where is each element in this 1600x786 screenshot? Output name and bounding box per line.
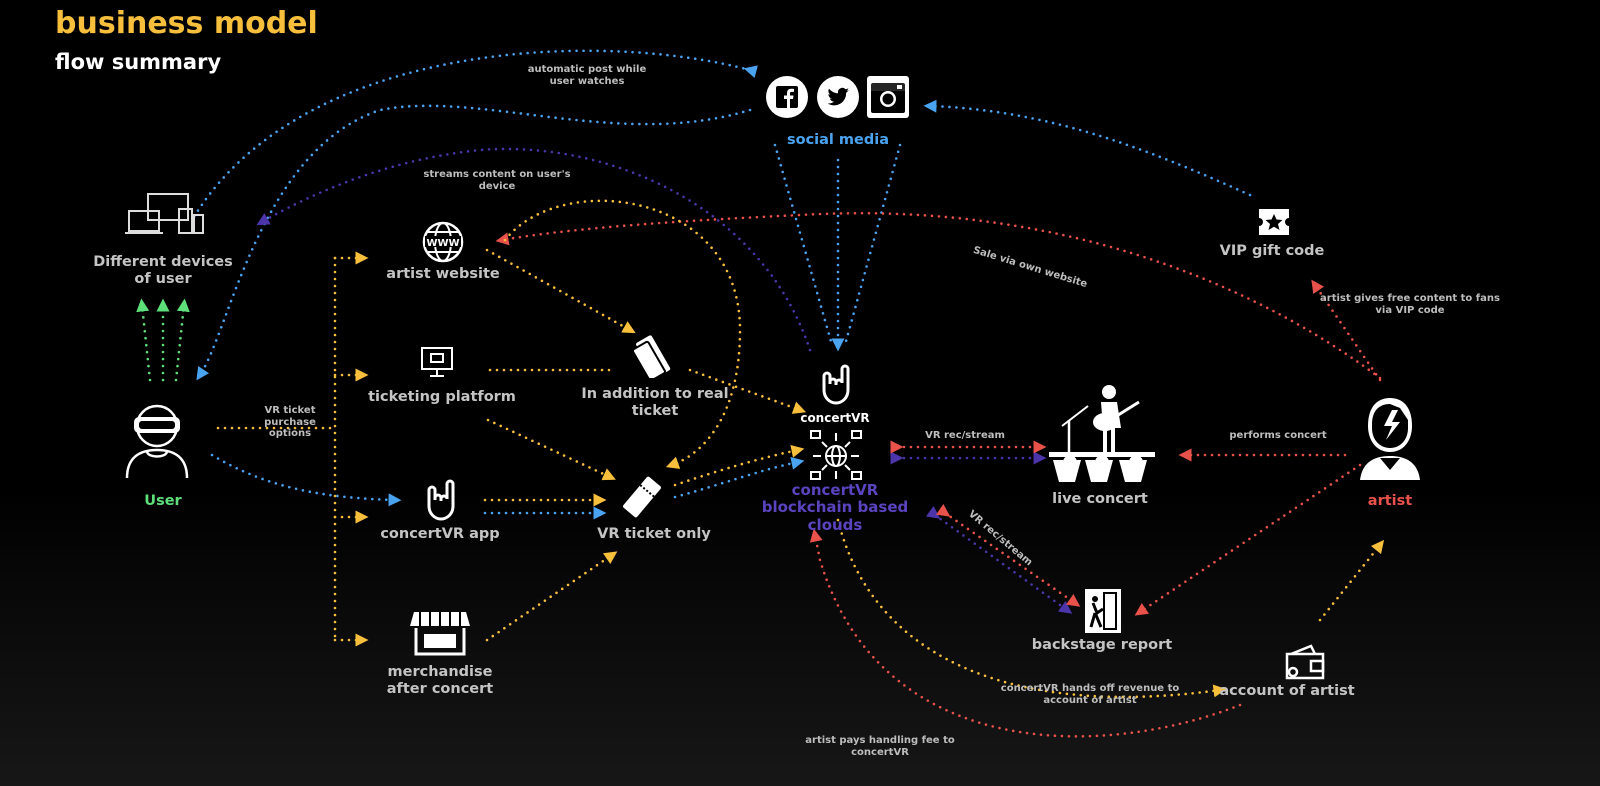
edge-sale-website (495, 211, 1382, 380)
rock-hand-icon (822, 364, 850, 405)
ticket-icon[interactable] (634, 334, 674, 378)
vr-stream-label-1: VR rec/stream (925, 430, 1005, 441)
twitter-icon[interactable] (816, 75, 860, 119)
edge-cloud-backstage-purple (925, 505, 1073, 614)
vip-label: artist gives free content to fans via VI… (1320, 293, 1500, 316)
vr-headset-user-icon[interactable] (121, 400, 193, 480)
backstage-report-label: backstage report (1031, 637, 1173, 653)
auto-post-label: automatic post while user watches (527, 64, 647, 87)
fee-label: artist pays handling fee to concertVR (805, 735, 955, 758)
instagram-icon[interactable] (866, 75, 910, 119)
edge-ticketing-vr (486, 418, 616, 481)
edge-ticket-cloud-blue (673, 456, 805, 499)
account-of-artist-label: account of artist (1219, 683, 1355, 699)
edge-streams (256, 147, 812, 352)
edge-account-artist (1318, 539, 1385, 622)
edge-web-loop (503, 199, 742, 469)
rock-hand-icon[interactable] (421, 478, 461, 522)
edge-social-1 (773, 143, 834, 347)
edge-addition-cloud (688, 368, 807, 414)
edge-revenue (836, 518, 1227, 699)
edge-user-devices-3 (174, 298, 190, 382)
svg-text:WWW: WWW (426, 238, 459, 249)
page-subtitle: flow summary (55, 50, 222, 74)
edge-fee (809, 528, 1242, 738)
edge-artist-backstage (1134, 463, 1362, 616)
social-media-label: social media (786, 132, 890, 148)
storefront-icon[interactable] (410, 608, 470, 656)
artist-face-icon[interactable] (1358, 396, 1422, 480)
network-globe-icon[interactable] (809, 429, 863, 483)
streams-label: streams content on user's device (423, 169, 571, 192)
edge-user-devices-1 (136, 298, 152, 382)
edge-user-app (210, 453, 402, 507)
ticket-icon[interactable] (622, 475, 662, 519)
edge-vip-social (923, 99, 1252, 197)
ticket-screen-icon[interactable] (419, 345, 455, 379)
devices-label: Different devices of user (93, 254, 233, 287)
live-concert-label: live concert (1052, 491, 1148, 507)
concertvr-app-label: concertVR app (380, 526, 500, 542)
edge-auto-post (190, 49, 758, 222)
edge-social-3 (843, 143, 902, 347)
clouds-label: concertVR blockchain based clouds (750, 481, 920, 534)
clouds-label-text: concertVR blockchain based clouds (761, 481, 909, 534)
star-ticket-icon[interactable] (1257, 207, 1291, 237)
revenue-label: concertVR hands off revenue to account o… (1000, 683, 1180, 706)
user-label: User (144, 493, 182, 509)
edge-web-addition (485, 248, 636, 334)
wallet-icon[interactable] (1283, 644, 1327, 680)
page-title: business model (55, 6, 318, 41)
edge-social-to-user (196, 104, 752, 381)
vr-ticket-only-label: VR ticket only (597, 526, 711, 542)
merchandise-label: merchandise after concert (386, 664, 494, 697)
edge-cloud-backstage-red (935, 503, 1081, 607)
performs-label: performs concert (1229, 430, 1327, 441)
concertvr-logo-text: concertVR (800, 411, 870, 425)
artist-label: artist (1367, 493, 1413, 509)
devices-icon (125, 193, 204, 234)
www-globe-icon[interactable]: WWW (422, 221, 464, 263)
artist-website-label: artist website (386, 266, 500, 282)
facebook-icon[interactable] (765, 75, 809, 119)
ticketing-platform-label: ticketing platform (368, 389, 516, 405)
purchase-options-label: VR ticket purchase options (264, 405, 316, 439)
in-addition-label: In addition to real ticket (581, 386, 729, 419)
concert-stage-icon (1049, 385, 1155, 482)
vip-gift-code-label: VIP gift code (1219, 243, 1325, 259)
backstage-door-icon[interactable] (1085, 589, 1121, 633)
edge-merch-ticket (485, 551, 618, 642)
